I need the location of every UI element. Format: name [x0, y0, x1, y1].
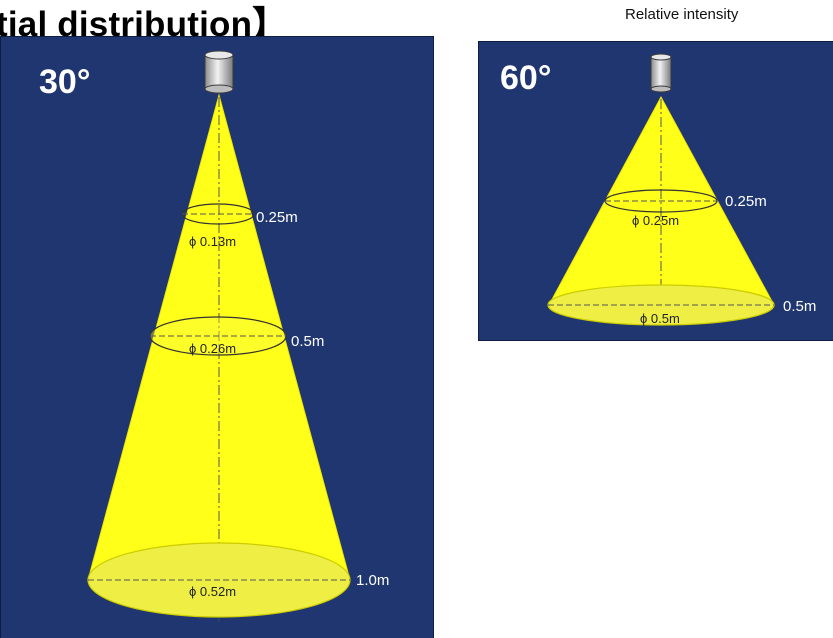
beam-diagram-60: 0.25m ϕ 0.25m 0.5m ϕ 0.5m — [547, 53, 816, 326]
distance-label-05: 0.5m — [291, 333, 324, 350]
light-sensor-icon — [204, 50, 234, 94]
diameter-label-026: ϕ 0.26m — [189, 341, 236, 356]
distance-label-025: 0.25m — [725, 193, 767, 210]
diameter-label-052: ϕ 0.52m — [189, 584, 236, 599]
distance-label-10: 1.0m — [356, 572, 389, 589]
legend-label: Relative intensity — [625, 6, 739, 23]
beam-diagram-30: 0.25m ϕ 0.13m 0.5m ϕ 0.26m 1.0m ϕ 0.52m — [87, 50, 389, 621]
distance-label-05: 0.5m — [783, 298, 816, 315]
angle-label-60: 60° — [500, 59, 552, 97]
light-sensor-icon — [650, 53, 672, 93]
beam-panel-60: 60° 0.25m ϕ 0.25m 0.5m — [478, 41, 833, 341]
distance-label-025: 0.25m — [256, 209, 298, 226]
diameter-label-05: ϕ 0.5m — [640, 311, 680, 326]
angle-label-30: 30° — [39, 63, 91, 101]
diameter-label-013: ϕ 0.13m — [189, 234, 236, 249]
beam-panel-30: 30° — [0, 36, 434, 638]
diameter-label-025: ϕ 0.25m — [632, 213, 679, 228]
